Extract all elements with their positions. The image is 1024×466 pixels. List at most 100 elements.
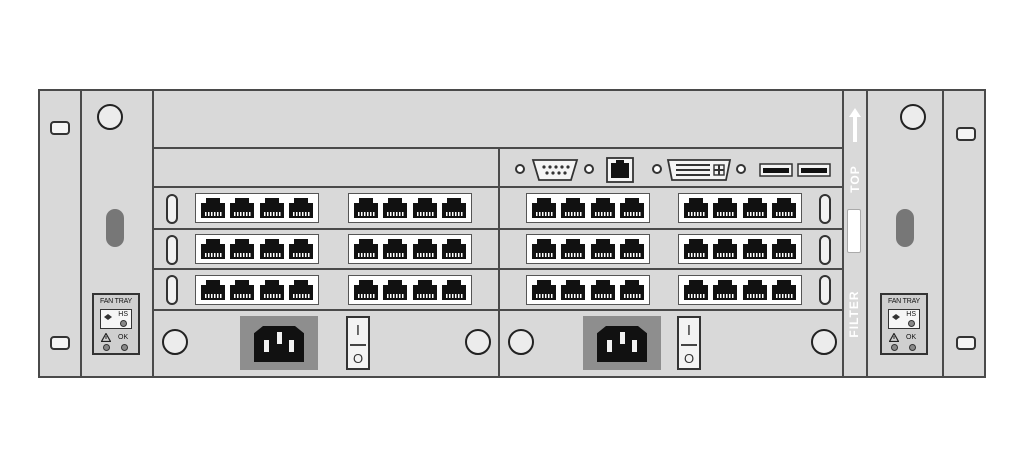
power-socket-icon[interactable] — [597, 326, 647, 362]
power-switch-left[interactable]: I O — [346, 316, 370, 370]
rj45-port-icon[interactable] — [200, 238, 226, 260]
rj45-port-block — [678, 193, 802, 223]
usb-port-icon[interactable] — [797, 163, 831, 177]
rj45-port-icon[interactable] — [288, 279, 314, 301]
rj45-port-icon[interactable] — [229, 197, 255, 219]
rj45-port-icon[interactable] — [619, 197, 645, 219]
fan-indicator-panel: HS — [888, 309, 920, 329]
port-row-divider-3 — [154, 309, 842, 311]
switch-off-label: O — [352, 351, 364, 366]
rj45-port-icon[interactable] — [353, 238, 379, 260]
ok-led — [121, 344, 128, 351]
rj45-port-icon[interactable] — [683, 279, 709, 301]
hot-swap-led — [120, 320, 127, 327]
rj45-port-icon[interactable] — [683, 238, 709, 260]
dvi-port-icon[interactable] — [666, 158, 732, 182]
right-fan-divider — [942, 91, 944, 376]
rj45-port-icon[interactable] — [259, 238, 285, 260]
rj45-port-icon[interactable] — [771, 279, 797, 301]
rj45-port-icon[interactable] — [531, 197, 557, 219]
screw-icon — [508, 329, 534, 355]
rj45-port-icon[interactable] — [200, 279, 226, 301]
rj45-port-icon[interactable] — [353, 197, 379, 219]
socket-pin — [277, 332, 282, 344]
filter-handle[interactable] — [847, 209, 861, 253]
rj45-port-icon[interactable] — [712, 279, 738, 301]
rj45-port-icon[interactable] — [531, 238, 557, 260]
rj45-port-block — [678, 275, 802, 305]
hot-swap-label: HS — [906, 311, 916, 318]
rj45-port-icon[interactable] — [200, 197, 226, 219]
module-latch[interactable] — [819, 235, 831, 265]
rj45-port-icon[interactable] — [441, 197, 467, 219]
rj45-port-icon[interactable] — [560, 238, 586, 260]
rj45-port-icon[interactable] — [590, 197, 616, 219]
module-latch[interactable] — [166, 235, 178, 265]
rj45-port-icon[interactable] — [382, 279, 408, 301]
hot-swap-label: HS — [118, 311, 128, 318]
rj45-port-icon[interactable] — [742, 197, 768, 219]
module-latch[interactable] — [166, 194, 178, 224]
rj45-port-icon[interactable] — [288, 238, 314, 260]
power-switch-right[interactable]: I O — [677, 316, 701, 370]
rj45-port-icon[interactable] — [412, 279, 438, 301]
rj45-port-icon[interactable] — [441, 279, 467, 301]
rj45-port-icon[interactable] — [382, 197, 408, 219]
io-row-divider — [154, 186, 842, 188]
warning-led — [103, 344, 110, 351]
rj45-port-block — [195, 193, 319, 223]
rj45-port-icon[interactable] — [229, 279, 255, 301]
module-latch[interactable] — [166, 275, 178, 305]
rj45-port-icon[interactable] — [382, 238, 408, 260]
fan-icon — [892, 314, 900, 320]
center-divider — [498, 149, 500, 376]
serial-port-icon[interactable] — [531, 158, 579, 182]
rj45-port-icon[interactable] — [771, 197, 797, 219]
rj45-port-block — [195, 234, 319, 264]
rj45-port-icon[interactable] — [619, 238, 645, 260]
port-row-divider-2 — [154, 268, 842, 270]
socket-pin — [620, 332, 625, 344]
rj45-port-icon[interactable] — [771, 238, 797, 260]
rj45-port-icon[interactable] — [619, 279, 645, 301]
usb-port-icon[interactable] — [759, 163, 793, 177]
rj45-port-icon[interactable] — [560, 197, 586, 219]
power-socket-icon[interactable] — [254, 326, 304, 362]
fan-tray-right[interactable]: FAN TRAY HS OK — [880, 293, 928, 355]
rj45-port-icon[interactable] — [441, 238, 467, 260]
fan-icon — [104, 314, 112, 320]
rj45-port-icon[interactable] — [560, 279, 586, 301]
hot-swap-led — [908, 320, 915, 327]
socket-pin — [289, 340, 294, 352]
switch-on-label: I — [686, 322, 692, 339]
screw-icon — [584, 164, 594, 174]
rj45-port-icon[interactable] — [683, 197, 709, 219]
rj45-port-icon[interactable] — [590, 238, 616, 260]
rj45-port-icon[interactable] — [259, 197, 285, 219]
rj45-port-icon[interactable] — [712, 197, 738, 219]
rj45-port-icon[interactable] — [412, 197, 438, 219]
warning-icon — [101, 333, 111, 342]
rj45-port-icon[interactable] — [353, 279, 379, 301]
ethernet-port-icon[interactable] — [606, 157, 634, 183]
port-row-divider-1 — [154, 228, 842, 230]
filter-divider-left — [842, 91, 844, 376]
rj45-port-icon[interactable] — [412, 238, 438, 260]
module-latch[interactable] — [819, 194, 831, 224]
rj45-port-icon[interactable] — [229, 238, 255, 260]
rj45-port-block — [526, 234, 650, 264]
socket-pin — [607, 340, 612, 352]
rj45-port-icon[interactable] — [742, 279, 768, 301]
rj45-port-icon[interactable] — [531, 279, 557, 301]
left-fan-divider — [152, 91, 154, 376]
rack-chassis: FAN TRAY HS OK — [38, 89, 986, 378]
rj45-port-icon[interactable] — [742, 238, 768, 260]
rj45-port-icon[interactable] — [259, 279, 285, 301]
rj45-port-icon[interactable] — [288, 197, 314, 219]
module-latch[interactable] — [819, 275, 831, 305]
fan-tray-left[interactable]: FAN TRAY HS OK — [92, 293, 140, 355]
rj45-port-icon[interactable] — [590, 279, 616, 301]
ok-label: OK — [906, 334, 917, 341]
rj45-port-block — [526, 275, 650, 305]
rj45-port-icon[interactable] — [712, 238, 738, 260]
